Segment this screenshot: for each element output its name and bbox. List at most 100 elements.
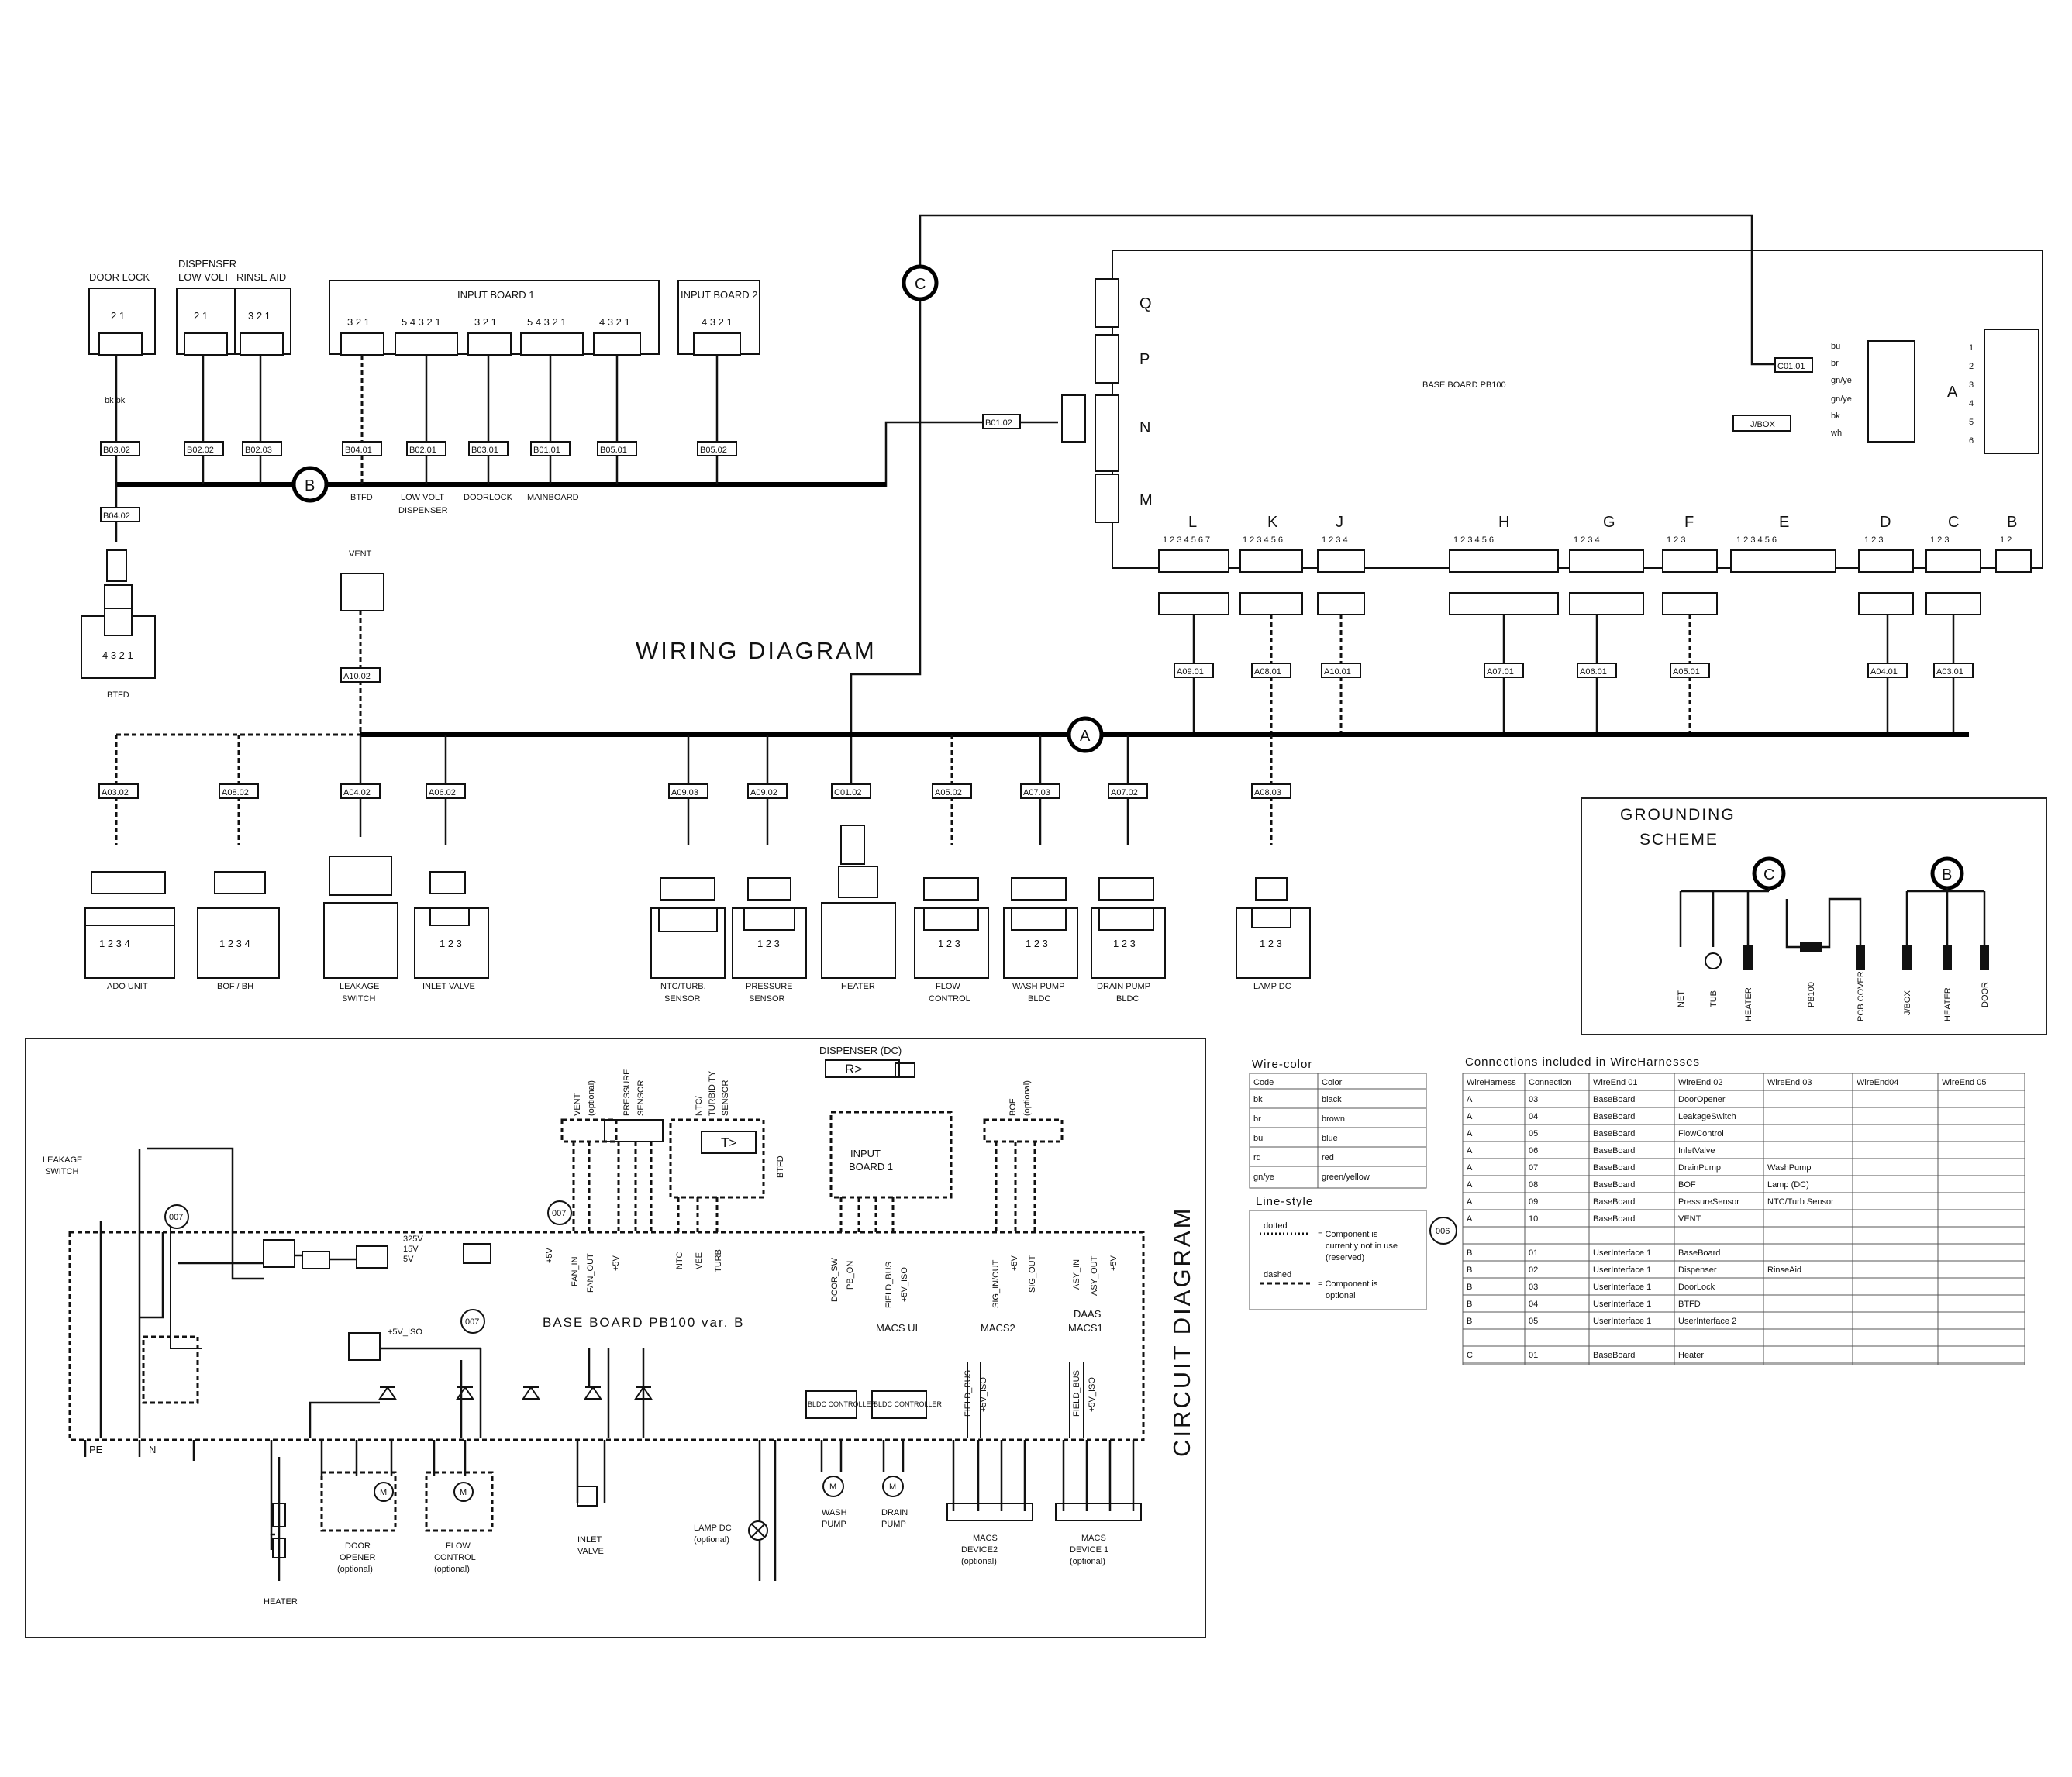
svg-text:1 2 3: 1 2 3 xyxy=(1026,938,1048,949)
pcb-cover-lug xyxy=(1856,945,1865,970)
harness-cell: 04 xyxy=(1529,1112,1538,1121)
svg-text:A08.02: A08.02 xyxy=(222,788,249,797)
harness-cell: A xyxy=(1467,1095,1473,1104)
harness-header-cell: WireEnd 02 xyxy=(1678,1078,1722,1087)
svg-text:325V: 325V xyxy=(403,1235,423,1244)
ntc-turb-sensor: A09.03 NTC/TURB. SENSOR xyxy=(650,735,726,1004)
btfd-left: B04.02 4 3 2 1 BTFD xyxy=(81,484,156,700)
pressure-box xyxy=(604,1119,664,1142)
plug-h xyxy=(1449,592,1559,615)
svg-text:4 3 2 1: 4 3 2 1 xyxy=(702,316,733,328)
flow-control-m: M xyxy=(460,1488,467,1497)
svg-text:1 2 3 4 5 6: 1 2 3 4 5 6 xyxy=(1243,536,1283,545)
ref-006-label: 006 xyxy=(1436,1227,1450,1236)
jbox-tag xyxy=(1732,415,1791,432)
svg-text:DOORLOCK: DOORLOCK xyxy=(464,493,513,502)
ntc-label-2: TURBIDITY xyxy=(708,1070,717,1116)
side-conn-q-label: Q xyxy=(1139,295,1152,312)
signal-leads xyxy=(572,1142,1036,1232)
drain-pump-motor xyxy=(882,1476,904,1497)
harness-cell: A xyxy=(1467,1214,1473,1224)
svg-text:C: C xyxy=(1948,514,1959,531)
dispenser-r-symbol: R> xyxy=(845,1062,862,1076)
svg-text:bk bk: bk bk xyxy=(105,396,126,405)
macs2-label: MACS2 xyxy=(981,1322,1015,1334)
heater: C01.02 HEATER xyxy=(821,783,896,991)
harness-cell: PressureSensor xyxy=(1678,1197,1739,1207)
svg-text:br: br xyxy=(1253,1114,1261,1124)
svg-text:1 2 3: 1 2 3 xyxy=(1667,536,1685,545)
svg-text:A07.02: A07.02 xyxy=(1111,788,1138,797)
vent-optional-2: (optional) xyxy=(587,1080,596,1116)
svg-text:A09.02: A09.02 xyxy=(750,788,777,797)
svg-text:DAAS: DAAS xyxy=(1074,1308,1102,1320)
node-c xyxy=(902,264,939,301)
grounding-title-1: GROUNDING xyxy=(1620,806,1736,824)
bof-bh: A08.02 1 2 3 4 BOF / BH xyxy=(197,735,280,991)
svg-text:INPUT BOARD 1: INPUT BOARD 1 xyxy=(457,289,534,301)
harness-cell: A xyxy=(1467,1146,1473,1155)
harness-title: Connections included in WireHarnesses xyxy=(1465,1056,1700,1069)
svg-text:SIG_OUT: SIG_OUT xyxy=(1028,1255,1037,1293)
svg-text:gn/ye: gn/ye xyxy=(1831,376,1852,385)
dashed-desc-1: = Component is xyxy=(1318,1279,1378,1289)
ref-007-mid-label: 007 xyxy=(465,1317,479,1327)
ground-node-b-label: B xyxy=(1942,866,1952,883)
harness-cell: WashPump xyxy=(1767,1163,1811,1173)
ntc-inner xyxy=(701,1131,757,1154)
plug-l xyxy=(1158,592,1229,615)
svg-text:br: br xyxy=(1831,359,1839,368)
a-connector-label: A xyxy=(1947,384,1958,401)
svg-text:3 2 1: 3 2 1 xyxy=(474,316,497,328)
svg-text:J/BOX: J/BOX xyxy=(1903,990,1912,1015)
input-board-2: INPUT BOARD 2 4 3 2 1 B05.02 xyxy=(677,280,760,484)
svg-text:A03.01: A03.01 xyxy=(1936,667,1963,677)
side-conn-p-label: P xyxy=(1139,351,1150,368)
line-style-title: Line-style xyxy=(1256,1195,1313,1208)
svg-text:BTFD: BTFD xyxy=(350,493,373,502)
svg-text:DRAIN PUMP: DRAIN PUMP xyxy=(1097,982,1150,991)
ntc-label: NTC/ xyxy=(695,1095,704,1116)
svg-text:VENT: VENT xyxy=(349,549,372,559)
bldc-drain xyxy=(871,1390,927,1419)
svg-text:1 2: 1 2 xyxy=(2000,536,2012,545)
ground-wires xyxy=(1679,888,1986,949)
svg-text:A10.01: A10.01 xyxy=(1324,667,1351,677)
ref-007-mid xyxy=(460,1309,485,1334)
node-a-label: A xyxy=(1080,728,1091,745)
svg-text:B04.02: B04.02 xyxy=(103,511,130,521)
lamp-dc-x xyxy=(751,1524,765,1538)
svg-text:RINSE AID: RINSE AID xyxy=(236,271,286,283)
svg-text:PB_ON: PB_ON xyxy=(846,1261,855,1290)
base-conn-k: K 1 2 3 4 5 6 xyxy=(1239,514,1303,573)
ground-labels: NET TUB HEATER PB100 PCB COVER J/BOX HEA… xyxy=(1677,971,1990,1021)
harness-header-cell: WireHarness xyxy=(1467,1078,1516,1087)
power-supply: 325V 15V 5V +5V_ISO xyxy=(263,1235,491,1361)
svg-text:15V: 15V xyxy=(403,1245,419,1254)
svg-text:+5V_ISO: +5V_ISO xyxy=(900,1267,909,1302)
svg-text:A04.01: A04.01 xyxy=(1870,667,1898,677)
input-board-label-2: BOARD 1 xyxy=(849,1161,893,1173)
input-board-box xyxy=(829,1111,953,1199)
svg-text:B03.02: B03.02 xyxy=(103,446,130,455)
macs2-fieldbus: FIELD_BUS xyxy=(964,1370,973,1417)
svg-text:HEATER: HEATER xyxy=(1943,987,1953,1021)
harness-cell: Dispenser xyxy=(1678,1266,1717,1275)
svg-text:SIG_IN/OUT: SIG_IN/OUT xyxy=(991,1259,1001,1308)
plug-g xyxy=(1569,592,1644,615)
svg-text:A07.01: A07.01 xyxy=(1487,667,1514,677)
dispenser-low-volt: DISPENSER LOW VOLT 2 1 B02.02 xyxy=(176,258,236,484)
harness-cell: 08 xyxy=(1529,1180,1538,1190)
c01-01-code: C01.01 xyxy=(1777,362,1805,371)
harness-cell: 04 xyxy=(1529,1300,1538,1309)
harness-cell: UserInterface 1 xyxy=(1593,1317,1651,1326)
door-lock: DOOR LOCK 2 1 bk bk B03.02 xyxy=(88,271,156,484)
svg-text:2 1: 2 1 xyxy=(111,310,125,322)
dashed-label: dashed xyxy=(1264,1270,1291,1279)
svg-text:ASY_IN: ASY_IN xyxy=(1072,1259,1081,1290)
svg-text:1 2 3 4 5 6: 1 2 3 4 5 6 xyxy=(1453,536,1494,545)
b01-02-plug xyxy=(1061,394,1086,443)
svg-text:NET: NET xyxy=(1677,990,1686,1007)
svg-text:black: black xyxy=(1322,1095,1342,1104)
side-conn-m-label: M xyxy=(1139,492,1153,509)
